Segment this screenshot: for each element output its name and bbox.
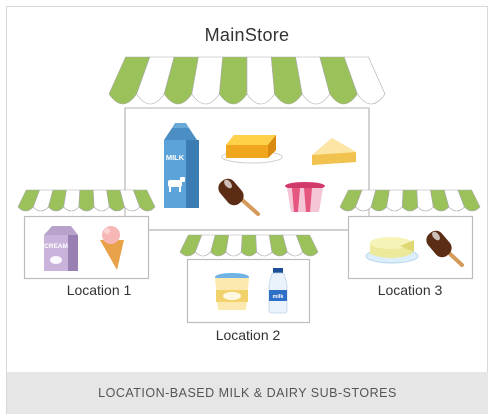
cream-box-label: CREAM [44, 243, 68, 250]
milk-carton-icon: MILK [164, 123, 199, 208]
cream-box-icon: CREAM [44, 226, 78, 271]
milk-carton-label: MILK [166, 153, 185, 162]
awning-stripe [132, 189, 156, 212]
awning-stripe [219, 56, 248, 105]
location-3-label: Location 3 [377, 282, 443, 298]
milk-bottle-icon: milk [268, 268, 288, 314]
footer-caption: LOCATION-BASED MILK & DAIRY SUB-STORES [98, 386, 397, 400]
awning-stripe [78, 189, 95, 212]
milk-bottle-label: milk [272, 294, 284, 300]
awning-stripe [225, 234, 243, 257]
awning-stripe [343, 56, 386, 105]
main-store-frame [124, 107, 370, 231]
location-2-awning [179, 234, 319, 257]
awning-stripe [295, 234, 319, 257]
location-3-awning [339, 189, 481, 212]
footer-bar: LOCATION-BASED MILK & DAIRY SUB-STORES [7, 372, 488, 414]
awning-stripe [457, 189, 481, 212]
ice-cream-cone-icon [100, 226, 124, 270]
main-awning [108, 56, 386, 105]
awning-stripe [63, 189, 81, 212]
yogurt-tub-icon [215, 273, 249, 310]
awning-stripe [401, 189, 419, 212]
main-store-title: MainStore [204, 25, 290, 45]
awning-stripe [246, 56, 275, 105]
chocolate-ice-cream-bar-icon [218, 178, 260, 216]
yogurt-cup-icon [285, 182, 325, 212]
awning-stripe [386, 189, 404, 212]
location-1-awning [17, 189, 156, 212]
location-2-label: Location 2 [215, 327, 281, 343]
chocolate-ice-cream-bar-icon [426, 230, 464, 267]
cheese-wedge-icon [312, 138, 356, 165]
location-2-frame [186, 258, 311, 324]
location-1-label: Location 1 [66, 282, 132, 298]
awning-stripe [241, 234, 257, 257]
butter-icon [221, 135, 283, 164]
cheese-wheel-icon [365, 237, 419, 264]
